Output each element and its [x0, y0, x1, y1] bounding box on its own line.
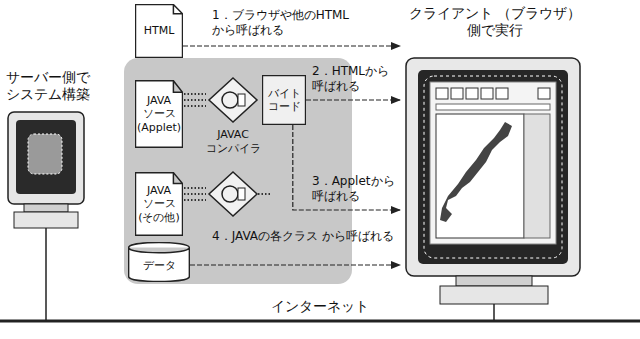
java-source-document: JAVA ソース (Applet): [135, 80, 183, 148]
java-source-document: JAVA ソース (その他): [135, 172, 183, 236]
node-text: サーバー側で システム構築: [5, 69, 91, 103]
compiler-symbol: [209, 172, 257, 216]
internet-line: [0, 320, 640, 323]
compiler-symbol: [209, 78, 257, 122]
edge-label: 4．JAVAの各クラス から呼ばれる: [212, 229, 396, 244]
call-arrow: [293, 125, 400, 210]
node-text: クライアント （ブラウザ）側で実行: [403, 5, 587, 39]
feed-lines: [184, 94, 270, 200]
edge-label: 1．ブラウザや他のHTML から呼ばれる: [212, 8, 396, 38]
node-text: データ: [143, 259, 176, 272]
server-node: サーバー側で システム構築: [2, 66, 94, 110]
node-text: JAVA ソース (その他): [138, 184, 180, 224]
data-store: データ: [128, 242, 190, 282]
network-label: インターネット: [250, 298, 390, 316]
server-computer: [8, 112, 84, 321]
compiler-label: JAVAC コンパイラ: [196, 128, 270, 156]
node-text: JAVA ソース (Applet): [137, 94, 181, 134]
client-node: クライアント （ブラウザ）側で実行: [400, 2, 590, 292]
call-arrow: [183, 45, 400, 46]
edge-label: 3．Appletから 呼ばれる: [312, 174, 398, 204]
html-document: HTML: [135, 4, 183, 58]
bytecode-box: バイト コード: [262, 75, 306, 125]
node-text: HTML: [144, 24, 175, 37]
client-computer: [406, 58, 580, 321]
call-arrow: [190, 264, 400, 265]
call-arrow: [306, 99, 400, 100]
node-text: バイト コード: [265, 87, 303, 113]
edge-label: 2．HTMLから 呼ばれる: [312, 64, 398, 94]
